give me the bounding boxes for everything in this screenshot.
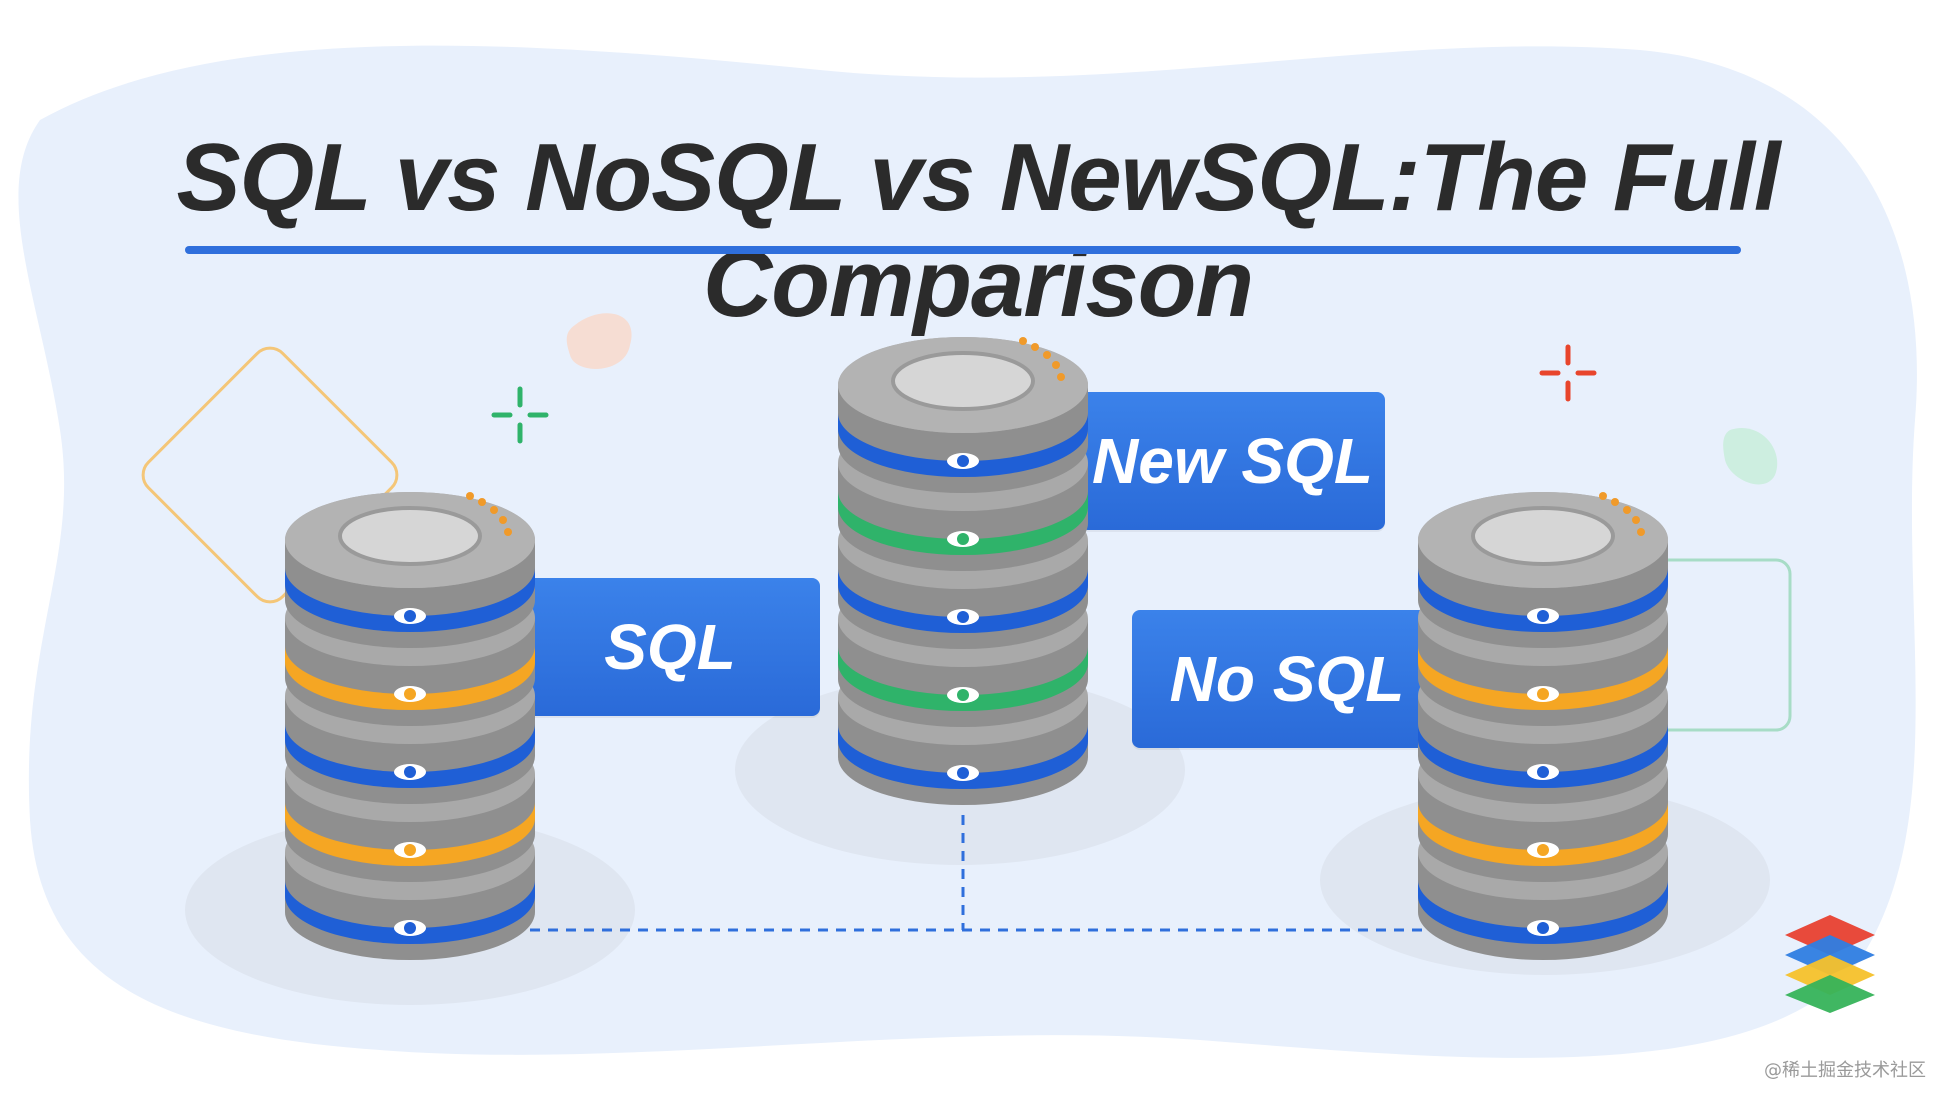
disk-indicator — [1623, 506, 1631, 514]
disk-led — [1537, 844, 1549, 856]
connector-dashed-line — [530, 815, 1430, 932]
decor-blob-mint — [1723, 428, 1778, 485]
disk-led — [404, 766, 416, 778]
disk-led — [957, 455, 969, 467]
disk-led — [957, 689, 969, 701]
disk-led — [957, 767, 969, 779]
disk-led — [404, 844, 416, 856]
database-stack-icon — [285, 492, 535, 960]
disk-led — [1537, 766, 1549, 778]
disk-led — [1537, 688, 1549, 700]
disk-led — [404, 688, 416, 700]
disk-led — [404, 610, 416, 622]
disk-led — [957, 533, 969, 545]
label-sql: SQL — [520, 578, 820, 716]
database-stack-icon — [1418, 492, 1668, 960]
disk-indicator — [1057, 373, 1065, 381]
sparkle-icon — [491, 386, 549, 444]
disk-top — [1418, 492, 1668, 588]
disk-led — [1537, 922, 1549, 934]
disk-led — [957, 611, 969, 623]
disk-led — [404, 922, 416, 934]
disk-indicator — [1611, 498, 1619, 506]
title-underline — [185, 246, 1741, 254]
disk-indicator — [1031, 343, 1039, 351]
sparkle-icon — [1539, 344, 1597, 402]
disk-indicator — [466, 492, 474, 500]
disk-indicator — [499, 516, 507, 524]
disk-indicator — [504, 528, 512, 536]
label-nosql: No SQL — [1132, 610, 1442, 748]
disk-indicator — [1637, 528, 1645, 536]
disk-indicator — [1632, 516, 1640, 524]
disk-indicator — [1043, 351, 1051, 359]
disk-top — [838, 337, 1088, 433]
disk-top — [285, 492, 535, 588]
disk-indicator — [490, 506, 498, 514]
database-stack-icon — [838, 337, 1088, 805]
layers-logo-icon — [1785, 915, 1875, 1013]
disk-led — [1537, 610, 1549, 622]
label-newsql: New SQL — [1080, 392, 1385, 530]
disk-indicator — [1052, 361, 1060, 369]
page-title: SQL vs NoSQL vs NewSQL:The Full Comparis… — [176, 124, 1780, 337]
disk-indicator — [1599, 492, 1607, 500]
decor-blob-peach — [566, 313, 632, 369]
disk-indicator — [478, 498, 486, 506]
disk-indicator — [1019, 337, 1027, 345]
watermark: @稀土掘金技术社区 — [1764, 1060, 1926, 1081]
